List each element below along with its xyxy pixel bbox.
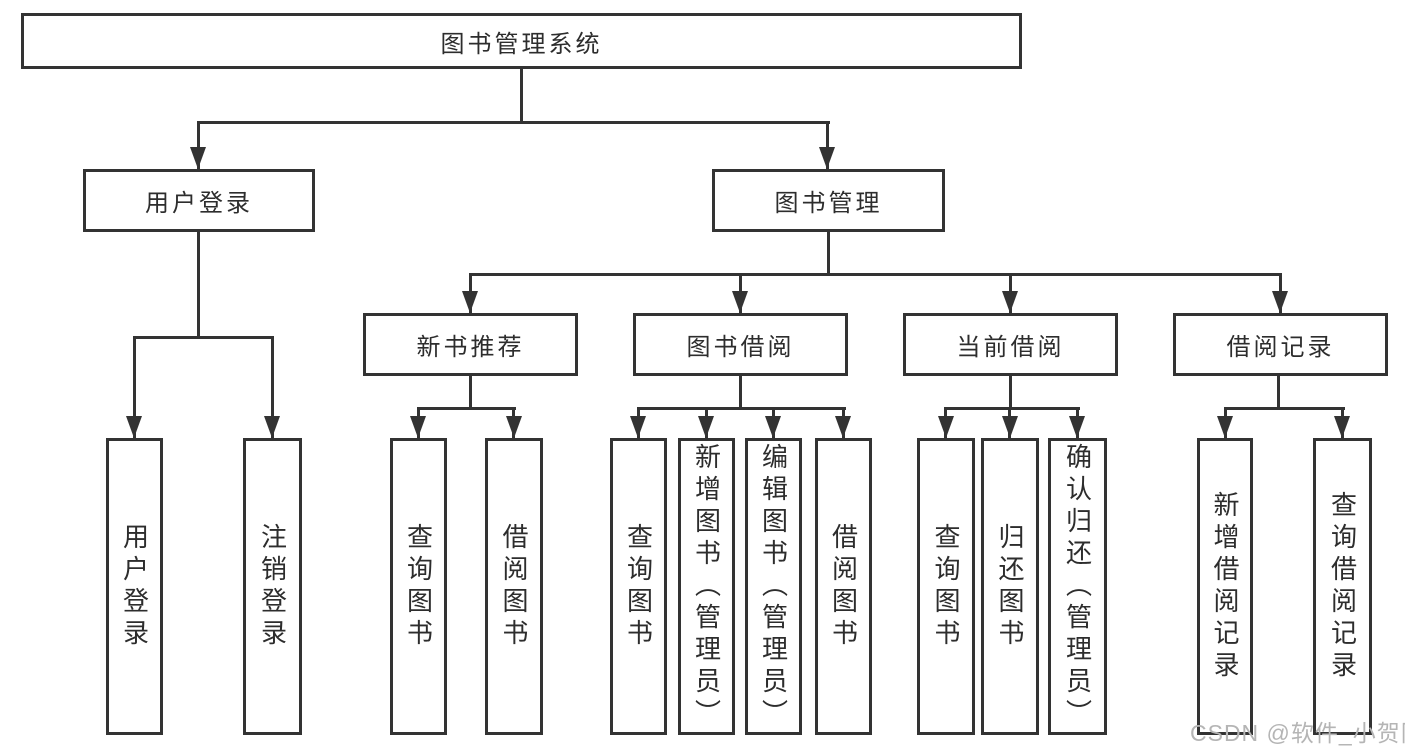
leaf-bb-borrow-books: 借阅图书	[815, 438, 872, 735]
arrowhead-down-icon	[190, 147, 206, 169]
leaf-nbr-query-books: 查询图书	[390, 438, 447, 735]
leaf-cb-return-books: 归还图书	[981, 438, 1039, 735]
connector-line	[469, 273, 1282, 276]
arrowhead-down-icon	[462, 291, 478, 313]
leaf-bb-query-books: 查询图书	[610, 438, 667, 735]
connector-line	[826, 121, 829, 169]
leaf-br-add-record-label: 新增借阅记录	[1210, 490, 1240, 683]
leaf-bb-add-books-admin: 新增图书（管理员）	[678, 438, 735, 735]
node-book-management: 图书管理	[712, 169, 945, 232]
connector-line	[197, 232, 200, 338]
node-root: 图书管理系统	[21, 13, 1022, 69]
arrowhead-down-icon	[938, 416, 954, 438]
node-user-login: 用户登录	[83, 169, 315, 232]
node-book-borrow-label: 图书借阅	[686, 334, 795, 361]
connector-line	[520, 69, 523, 123]
node-borrow-records-label: 借阅记录	[1226, 334, 1335, 361]
arrowhead-down-icon	[1002, 416, 1018, 438]
leaf-bb-edit-books-admin-label: 编辑图书（管理员）	[758, 442, 789, 731]
connector-line	[827, 232, 830, 275]
connector-line	[637, 407, 846, 410]
leaf-cb-query-books-label: 查询图书	[931, 522, 961, 651]
arrowhead-down-icon	[1334, 416, 1350, 438]
connector-line	[417, 407, 516, 410]
connector-line	[739, 376, 742, 409]
leaf-bb-query-books-label: 查询图书	[623, 522, 654, 651]
connector-line	[133, 336, 274, 339]
leaf-cb-return-books-label: 归还图书	[995, 522, 1025, 651]
arrowhead-down-icon	[819, 147, 835, 169]
connector-line	[197, 121, 200, 169]
arrowhead-down-icon	[630, 416, 646, 438]
node-borrow-records: 借阅记录	[1173, 313, 1388, 376]
leaf-logout: 注销登录	[243, 438, 302, 735]
arrowhead-down-icon	[1002, 291, 1018, 313]
connector-line	[469, 376, 472, 409]
leaf-bb-edit-books-admin: 编辑图书（管理员）	[745, 438, 802, 735]
arrowhead-down-icon	[698, 416, 714, 438]
arrowhead-down-icon	[835, 416, 851, 438]
leaf-cb-query-books: 查询图书	[917, 438, 975, 735]
node-new-book-recommend-label: 新书推荐	[416, 334, 525, 361]
leaf-nbr-borrow-books: 借阅图书	[485, 438, 543, 735]
connector-line	[197, 121, 830, 124]
connector-line	[1009, 376, 1012, 409]
arrowhead-down-icon	[126, 416, 142, 438]
connector-line	[271, 336, 274, 438]
node-current-borrow: 当前借阅	[903, 313, 1118, 376]
arrowhead-down-icon	[1217, 416, 1233, 438]
connector-line	[1224, 407, 1345, 410]
leaf-br-query-record: 查询借阅记录	[1313, 438, 1372, 735]
leaf-cb-confirm-return-admin: 确认归还（管理员）	[1048, 438, 1107, 735]
connector-line	[1277, 376, 1280, 409]
arrowhead-down-icon	[264, 416, 280, 438]
node-root-label: 图书管理系统	[440, 30, 603, 58]
node-book-management-label: 图书管理	[774, 190, 883, 217]
leaf-user-login: 用户登录	[106, 438, 163, 735]
arrowhead-down-icon	[1272, 291, 1288, 313]
csdn-watermark: CSDN @软件_小贺同学	[1190, 720, 1405, 746]
node-current-borrow-label: 当前借阅	[956, 334, 1065, 361]
leaf-nbr-borrow-books-label: 借阅图书	[499, 522, 529, 651]
leaf-nbr-query-books-label: 查询图书	[403, 522, 434, 651]
leaf-logout-label: 注销登录	[257, 522, 288, 651]
leaf-br-add-record: 新增借阅记录	[1197, 438, 1253, 735]
leaf-cb-confirm-return-admin-label: 确认归还（管理员）	[1062, 442, 1093, 731]
arrowhead-down-icon	[410, 416, 426, 438]
connector-line	[944, 407, 1080, 410]
arrowhead-down-icon	[506, 416, 522, 438]
node-book-borrow: 图书借阅	[633, 313, 848, 376]
leaf-bb-add-books-admin-label: 新增图书（管理员）	[691, 442, 722, 731]
leaf-user-login-label: 用户登录	[119, 522, 150, 651]
leaf-br-query-record-label: 查询借阅记录	[1327, 490, 1358, 683]
leaf-bb-borrow-books-label: 借阅图书	[828, 522, 859, 651]
arrowhead-down-icon	[1069, 416, 1085, 438]
arrowhead-down-icon	[732, 291, 748, 313]
node-new-book-recommend: 新书推荐	[363, 313, 578, 376]
node-user-login-label: 用户登录	[145, 190, 253, 217]
connector-line	[133, 336, 136, 438]
arrowhead-down-icon	[765, 416, 781, 438]
